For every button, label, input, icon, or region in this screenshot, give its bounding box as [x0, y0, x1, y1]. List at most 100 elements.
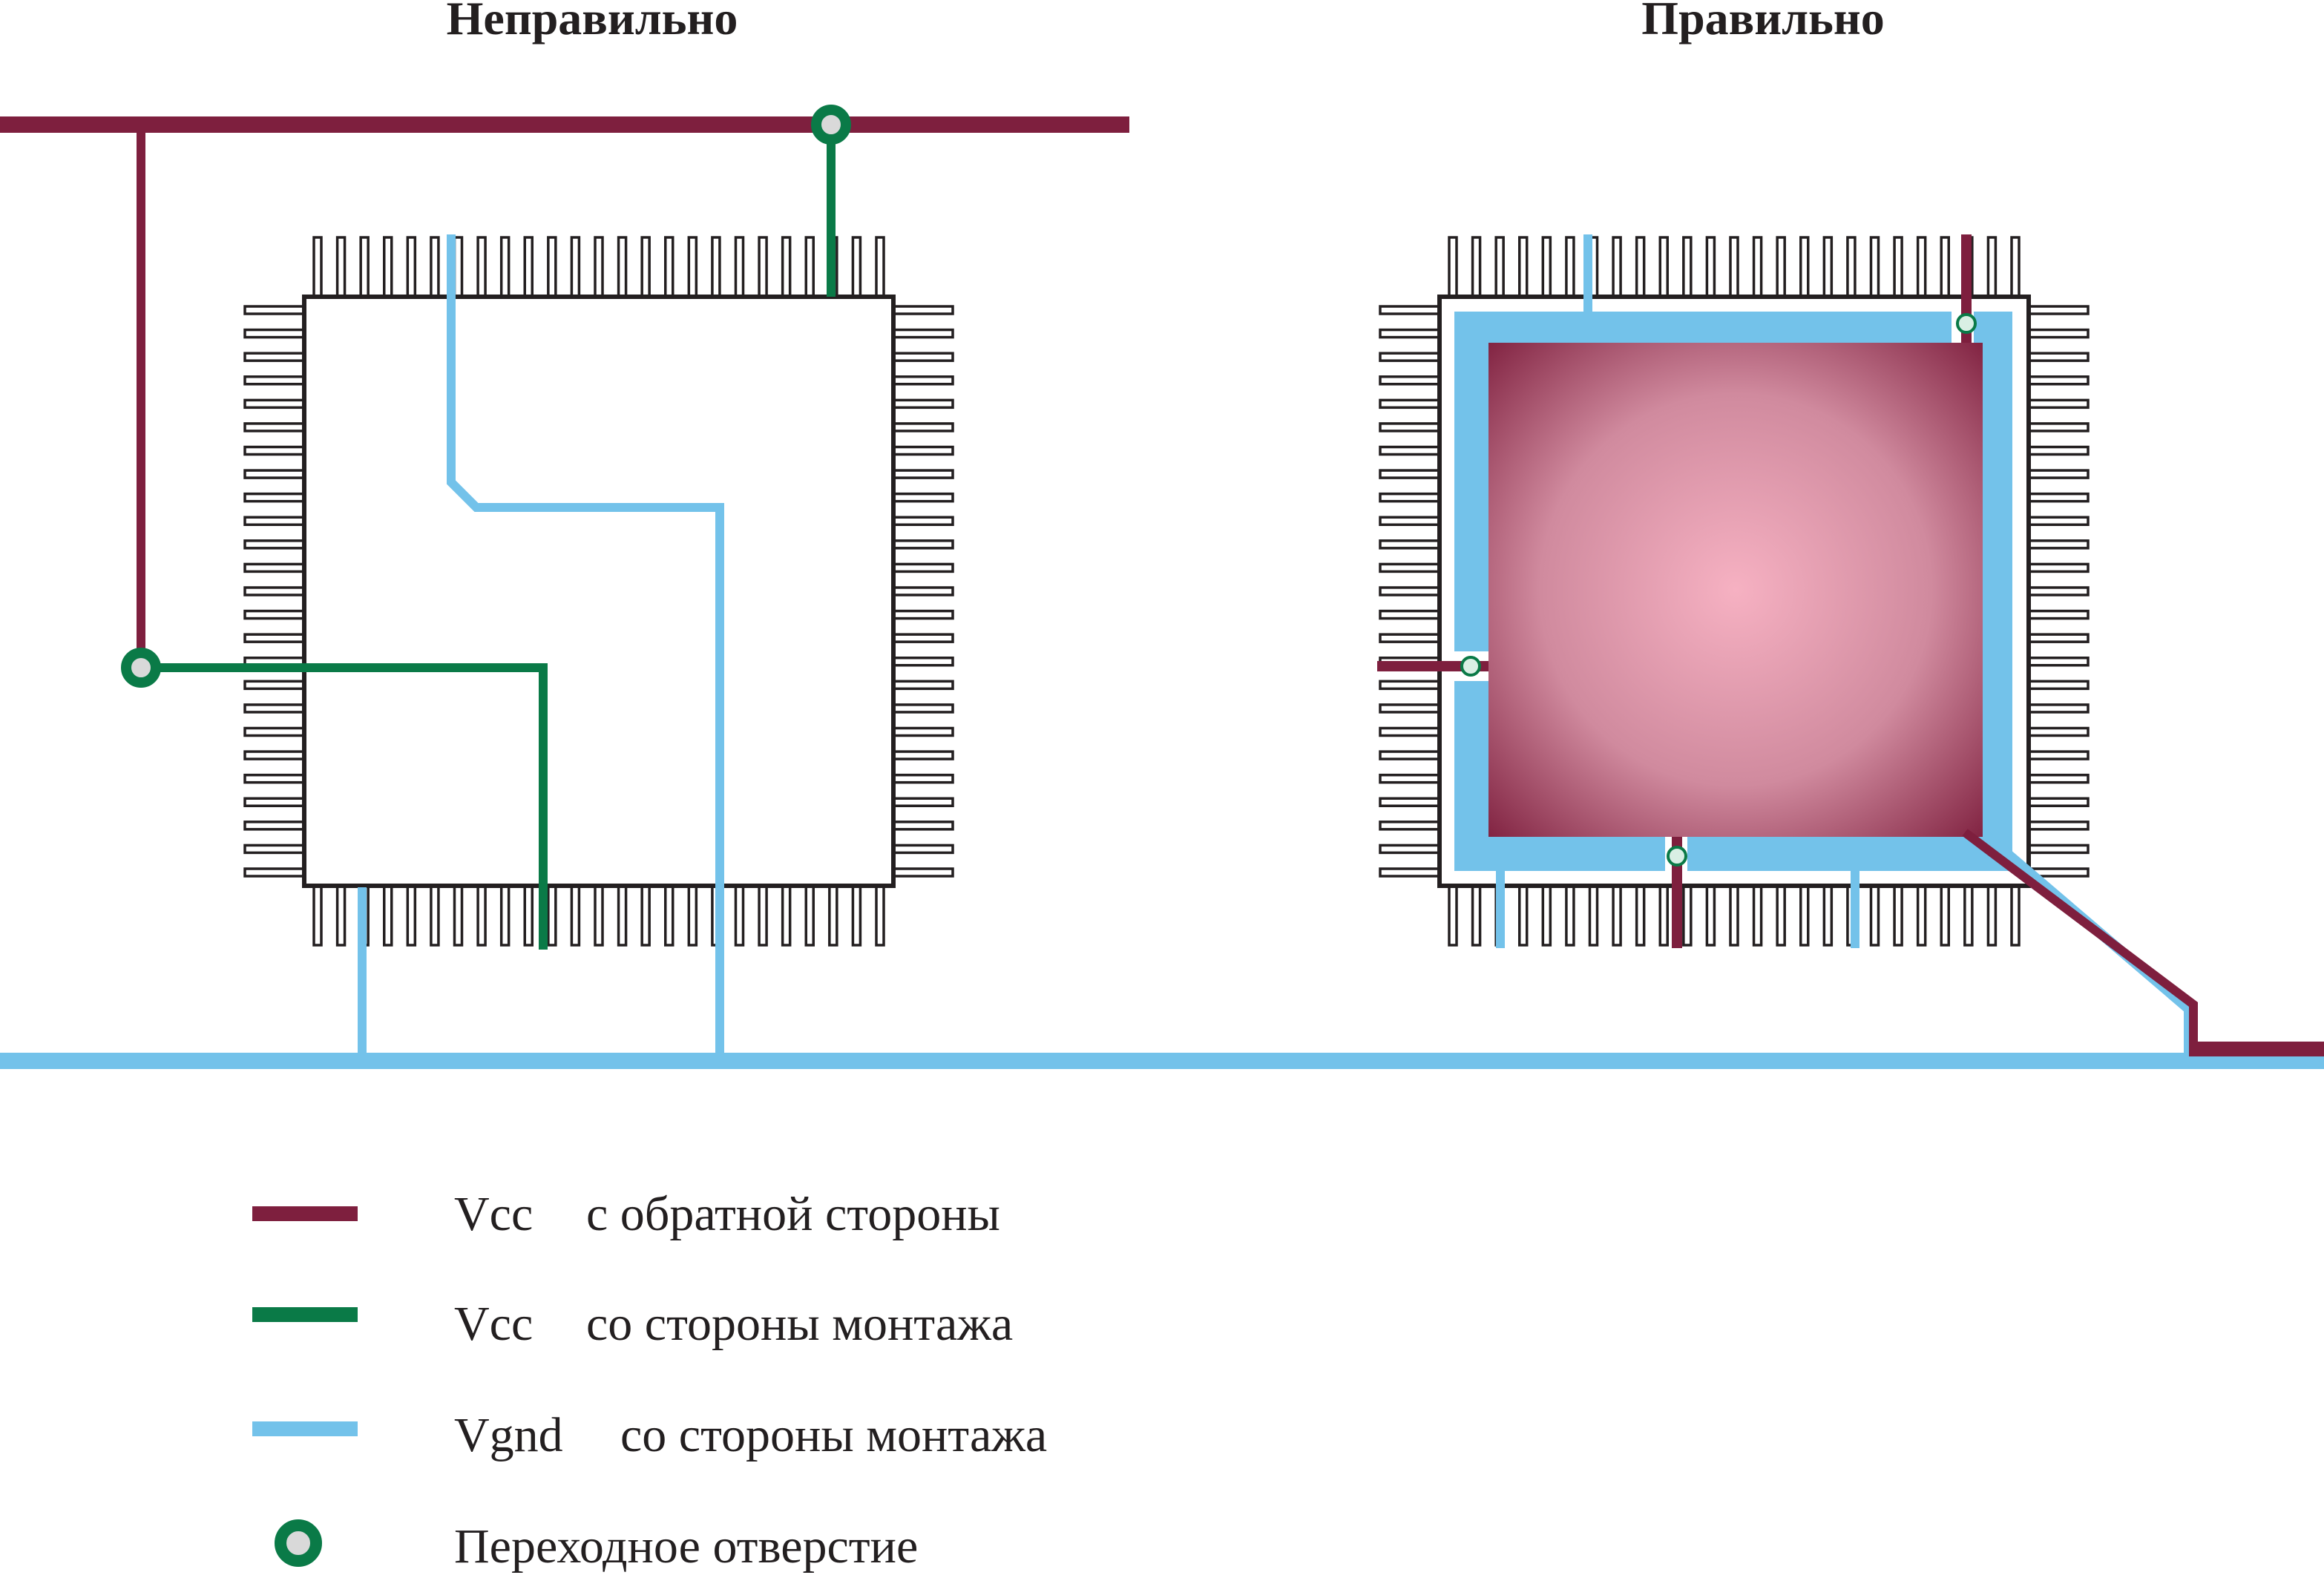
chip-pin — [243, 844, 306, 855]
chip-pin — [2027, 633, 2090, 643]
chip-pin — [243, 821, 306, 831]
chip-pin — [851, 236, 862, 298]
chip-pin — [1822, 236, 1834, 298]
chip-pin — [1916, 884, 1927, 947]
chip-pin — [734, 884, 745, 947]
chip-pin — [476, 884, 487, 947]
chip-pin — [892, 633, 954, 643]
via-icon — [121, 648, 161, 688]
chip-pin — [892, 328, 954, 339]
chip-pin — [892, 445, 954, 456]
chip-pin — [1518, 884, 1529, 947]
chip-pin — [243, 422, 306, 433]
chip-pin — [892, 586, 954, 596]
chip-pin — [892, 305, 954, 315]
chip-pin — [2027, 398, 2090, 410]
chip-pin — [1588, 884, 1599, 947]
chip-pin — [1916, 236, 1927, 298]
chip-pin — [2010, 884, 2021, 947]
legend-desc-vcc-mount: со стороны монтажа — [586, 1297, 1013, 1351]
chip-pin — [758, 236, 768, 298]
chip-pin — [851, 884, 862, 947]
chip-pin — [1379, 821, 1441, 831]
chip-pin — [734, 236, 745, 298]
chip-pin — [2027, 539, 2090, 550]
chip-pin — [1379, 726, 1441, 737]
chip-pin — [1379, 445, 1441, 456]
legend-desc-vgnd-mount: со стороны монтажа — [620, 1408, 1047, 1462]
chip-pin — [2027, 680, 2090, 691]
chip-pin — [1379, 750, 1441, 760]
chip-pin — [1799, 236, 1810, 298]
chip-pin — [1448, 236, 1458, 298]
chip-pin — [1471, 236, 1482, 298]
chip-pin — [2027, 657, 2090, 667]
chip-pin — [2027, 492, 2090, 503]
chip-pin — [892, 867, 954, 878]
chip-pin — [1869, 884, 1880, 947]
chip-pin — [1379, 539, 1441, 550]
chip-pin — [243, 398, 306, 410]
chip-pin — [892, 422, 954, 433]
chip-pin — [383, 884, 393, 947]
chip-pin — [1799, 884, 1810, 947]
chip-pin — [892, 492, 954, 503]
chip-pin — [430, 884, 440, 947]
chip-pin — [383, 236, 393, 298]
wrong-layout — [0, 105, 1129, 1057]
chip-pin — [2027, 750, 2090, 760]
chip-pin — [1658, 236, 1669, 298]
chip-pin — [2027, 609, 2090, 620]
chip-pin — [1776, 884, 1786, 947]
chip-pin — [892, 703, 954, 714]
chip-pin — [1635, 236, 1646, 298]
chip-pin — [243, 750, 306, 760]
legend-name-vcc-back: Vcc — [454, 1187, 533, 1241]
chip-pin — [2027, 726, 2090, 737]
vcc-power-plane — [1488, 343, 1983, 837]
chip-pin — [1448, 884, 1458, 947]
chip-pin — [1379, 398, 1441, 410]
chip-pin — [1379, 773, 1441, 784]
chip-pin — [1471, 884, 1482, 947]
chip-pin — [1379, 305, 1441, 315]
chip-pin — [1541, 236, 1552, 298]
chip-pin — [243, 562, 306, 573]
chip-pin — [2027, 821, 2090, 831]
chip-pin — [243, 609, 306, 620]
chip-pin — [1565, 884, 1575, 947]
title-right: Правильно — [1641, 0, 1884, 45]
chip-pin — [2027, 562, 2090, 573]
chip-pin — [2027, 586, 2090, 596]
chip-pin — [1682, 236, 1693, 298]
chip-pin — [892, 680, 954, 691]
chip-pin — [2027, 797, 2090, 807]
chip-pin — [1518, 236, 1529, 298]
chip-pin — [617, 884, 628, 947]
chip-pin — [1846, 236, 1857, 298]
chip-pin — [312, 884, 323, 947]
chip-pin — [243, 633, 306, 643]
chip-pin — [664, 884, 674, 947]
chip-pin — [892, 352, 954, 362]
chip-pin — [1776, 236, 1786, 298]
chip-pin — [2027, 328, 2090, 339]
right-layout — [1377, 234, 2324, 1061]
chip-pin — [1379, 469, 1441, 479]
vcc-mount-trace-left — [141, 663, 548, 950]
chip-pin — [1379, 352, 1441, 362]
chip-pin — [892, 773, 954, 784]
chip-pin — [243, 680, 306, 691]
chip-pin — [664, 236, 674, 298]
chip-pin — [1729, 236, 1739, 298]
chip-pin — [758, 884, 768, 947]
chip-pin — [1494, 236, 1505, 298]
chip-pin — [547, 236, 557, 298]
chip-pin — [335, 236, 347, 298]
chip-pin — [892, 821, 954, 831]
chip-pin — [804, 884, 815, 947]
chip-pin — [892, 797, 954, 807]
chip-pin — [2027, 703, 2090, 714]
chip-pin — [2027, 305, 2090, 315]
